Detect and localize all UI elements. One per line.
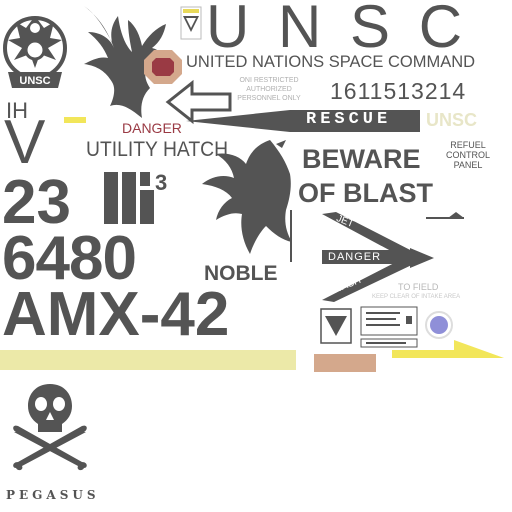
yellow-arrow-stripe bbox=[392, 340, 504, 358]
rescue-label: RESCUE bbox=[306, 110, 392, 129]
thin-divider-line bbox=[290, 210, 292, 262]
jet-wash-chevron-icon bbox=[322, 212, 464, 302]
small-text-line: AUTHORIZED bbox=[246, 86, 292, 93]
unsc-small-label: UNSC bbox=[426, 110, 478, 130]
warning-triangle-icon bbox=[320, 308, 352, 344]
arrow-left-outline-icon bbox=[165, 79, 232, 125]
small-text-block: ONI RESTRICTED AUTHORIZED PERSONNEL ONLY bbox=[232, 76, 306, 103]
refuel-panel-label: REFUEL CONTROL PANEL bbox=[446, 140, 490, 170]
ih-label: IH bbox=[6, 98, 28, 123]
refuel-line: PANEL bbox=[453, 160, 483, 170]
refuel-line: REFUEL bbox=[450, 140, 486, 150]
to-field-label: TO FIELD bbox=[398, 282, 439, 292]
refuel-line: CONTROL bbox=[446, 150, 491, 160]
utility-hatch-label: UTILITY HATCH bbox=[86, 138, 229, 161]
octagon-plate-icon bbox=[144, 50, 182, 84]
superscript-3: 3 bbox=[155, 170, 168, 195]
number-6480: 6480 bbox=[2, 224, 137, 293]
serial-number: 1611513214 bbox=[330, 78, 467, 104]
salmon-bar bbox=[314, 354, 376, 372]
header-title: U N S C bbox=[206, 0, 469, 60]
of-blast-label: OF BLAST bbox=[298, 178, 433, 208]
pale-yellow-stripe bbox=[0, 350, 296, 370]
skull-crossbones-icon bbox=[13, 384, 87, 471]
beware-label: BEWARE bbox=[302, 144, 421, 174]
info-plate-icon bbox=[360, 306, 418, 336]
header-subtitle: UNITED NATIONS SPACE COMMAND bbox=[186, 53, 476, 71]
emblem-banner-text: UNSC bbox=[19, 75, 50, 87]
small-text-line: ONI RESTRICTED bbox=[239, 77, 299, 84]
amx-label: AMX-42 bbox=[2, 280, 230, 349]
v-label: V bbox=[4, 108, 46, 177]
noble-label: NOBLE bbox=[204, 262, 278, 285]
warning-triangle-icon bbox=[180, 6, 202, 40]
yellow-dash bbox=[64, 117, 86, 123]
hazard-circle-icon bbox=[425, 311, 453, 339]
bar-glyph-icon bbox=[104, 172, 154, 224]
faint-line-label: KEEP CLEAR OF INTAKE AREA bbox=[372, 294, 461, 300]
rescue-arrow-icon bbox=[186, 110, 420, 132]
unsc-eagle-emblem-icon: UNSC bbox=[3, 16, 67, 88]
danger-chevron-label: DANGER bbox=[328, 251, 382, 263]
number-23: 23 bbox=[2, 168, 71, 237]
pegasus-label: PEGASUS bbox=[6, 488, 100, 502]
small-text-line: PERSONNEL ONLY bbox=[237, 95, 301, 102]
danger-label: DANGER bbox=[122, 120, 182, 136]
small-plate-icon bbox=[360, 338, 418, 348]
eagle-flying-icon bbox=[202, 140, 292, 254]
